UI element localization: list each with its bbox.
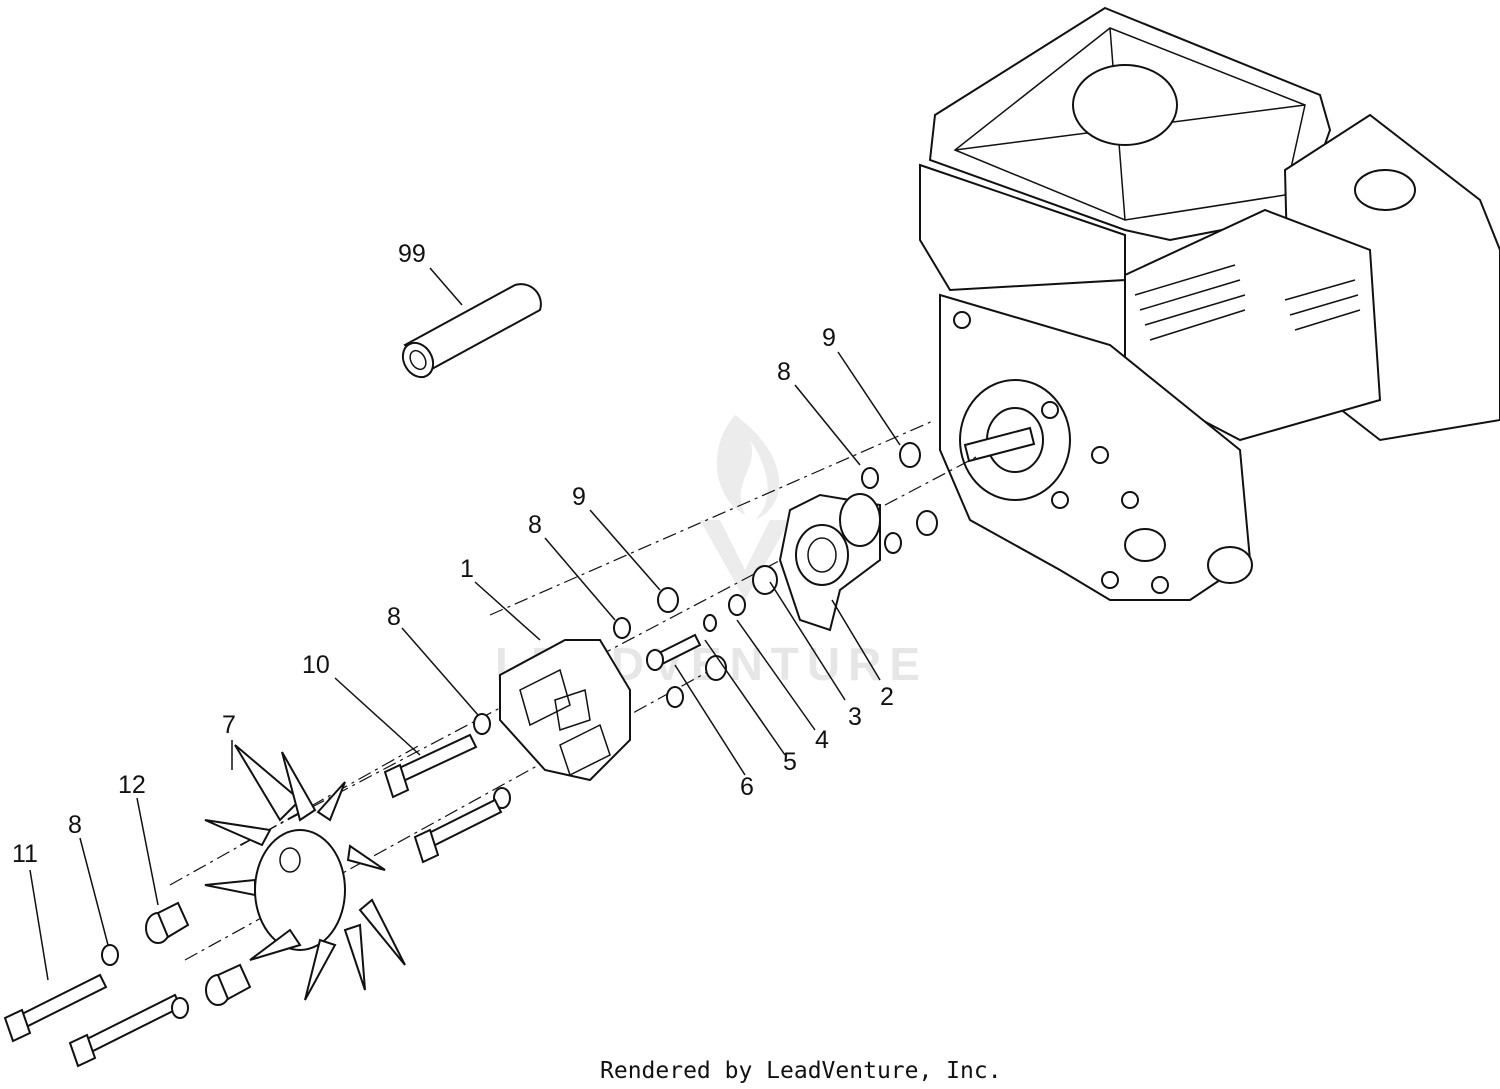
callout-8-lower: 8 <box>68 811 82 839</box>
callout-7: 7 <box>222 711 236 739</box>
callout-6: 6 <box>740 773 754 801</box>
leader-lines <box>29 267 901 981</box>
bolts <box>3 733 503 1068</box>
engine <box>919 6 1500 601</box>
callouts: 99 9 8 9 8 1 8 10 7 12 8 11 2 3 4 5 6 <box>12 240 894 868</box>
hardware <box>473 442 938 809</box>
footer-credit: Rendered by LeadVenture, Inc. <box>600 1058 1002 1084</box>
callout-12: 12 <box>118 771 146 799</box>
callout-11: 11 <box>12 840 38 868</box>
callout-4: 4 <box>815 726 829 754</box>
callout-5: 5 <box>783 748 797 776</box>
callout-9-upper: 9 <box>822 324 836 352</box>
callout-8-upper: 8 <box>777 358 791 386</box>
callout-8-left: 8 <box>387 603 401 631</box>
part-1-coupling <box>499 639 631 782</box>
part-7-fan <box>101 744 406 1019</box>
callout-1: 1 <box>460 555 474 583</box>
callout-2: 2 <box>880 683 894 711</box>
callout-99: 99 <box>398 240 426 268</box>
callout-10: 10 <box>302 651 330 679</box>
part-2-adapter <box>778 493 881 632</box>
callout-9-middle: 9 <box>572 483 586 511</box>
callout-3: 3 <box>848 703 862 731</box>
callout-8-middle: 8 <box>528 511 542 539</box>
part-99-sleeve <box>401 283 542 379</box>
